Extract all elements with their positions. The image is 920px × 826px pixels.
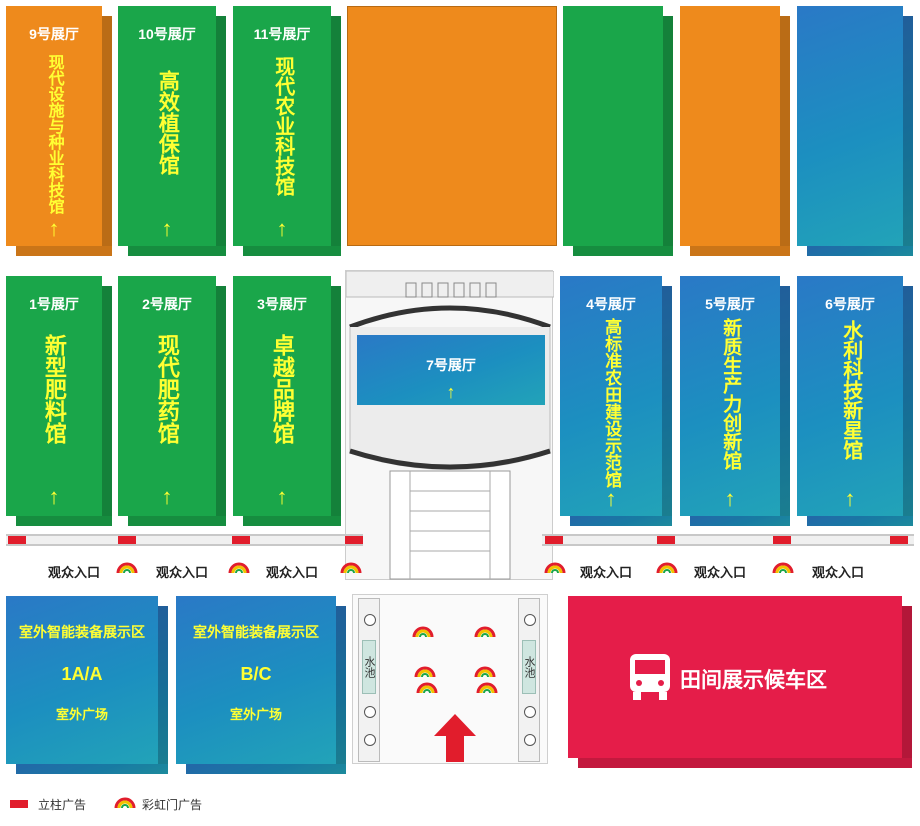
outdoor-zone-a[interactable]: 室外智能装备展示区 1A/A 室外广场 bbox=[6, 596, 168, 774]
rainbow-arch-icon bbox=[114, 797, 136, 809]
hall-2-name: 现代肥药馆 bbox=[154, 334, 180, 444]
plaza-lamp-icon bbox=[364, 706, 376, 718]
rainbow-arch-icon bbox=[228, 562, 250, 574]
entrance-label: 观众入口 bbox=[812, 565, 865, 580]
entrance-label: 观众入口 bbox=[156, 565, 209, 580]
hall-unlabeled-3[interactable] bbox=[680, 6, 790, 256]
bus-icon bbox=[630, 654, 670, 700]
rainbow-arch-icon bbox=[414, 666, 436, 678]
up-arrow-icon: ↑ bbox=[446, 382, 456, 402]
hall-9[interactable]: 9号展厅 现代设施与种业科技馆 ↑ bbox=[6, 6, 112, 256]
hall-unlabeled-1[interactable] bbox=[347, 6, 557, 246]
hall-9-number: 9号展厅 bbox=[29, 26, 79, 42]
outdoor-zone-a-code: 1A/A bbox=[61, 664, 103, 684]
stadium-outline-icon bbox=[346, 271, 554, 580]
rainbow-arch-icon bbox=[412, 626, 434, 638]
rainbow-arch-icon bbox=[340, 562, 362, 574]
up-arrow-icon: ↑ bbox=[605, 486, 617, 511]
hall-4[interactable]: 4号展厅 高标准农田建设示范馆 ↑ bbox=[560, 276, 672, 526]
hall-11-number: 11号展厅 bbox=[253, 26, 311, 42]
pillar-ad-icon bbox=[773, 536, 791, 544]
hall-7[interactable]: 7号展厅 ↑ bbox=[357, 335, 545, 405]
entrance-label: 观众入口 bbox=[48, 565, 101, 580]
entrance-label: 观众入口 bbox=[580, 565, 633, 580]
up-arrow-icon: ↑ bbox=[724, 486, 736, 511]
water-pool-right: 水池 bbox=[522, 640, 536, 694]
road-left bbox=[6, 534, 363, 546]
outdoor-zone-bc[interactable]: 室外智能装备展示区 B/C 室外广场 bbox=[176, 596, 346, 774]
pillar-ad-icon bbox=[118, 536, 136, 544]
hall-3-name: 卓越品牌馆 bbox=[269, 334, 295, 444]
up-arrow-icon: ↑ bbox=[276, 216, 288, 241]
up-arrow-icon: ↑ bbox=[48, 216, 60, 241]
pillar-ad-icon bbox=[890, 536, 908, 544]
plaza-lamp-icon bbox=[524, 614, 536, 626]
hall-1[interactable]: 1号展厅 新型肥料馆 ↑ bbox=[6, 276, 112, 526]
hall-2[interactable]: 2号展厅 现代肥药馆 ↑ bbox=[118, 276, 226, 526]
legend-rainbow-label: 彩虹门广告 bbox=[142, 798, 203, 812]
entrance-label: 观众入口 bbox=[266, 565, 319, 580]
outdoor-zone-bc-subtitle: 室外广场 bbox=[229, 707, 282, 722]
rainbow-arch-icon bbox=[476, 682, 498, 694]
hall-unlabeled-2[interactable] bbox=[563, 6, 673, 256]
hall-3-number: 3号展厅 bbox=[257, 296, 307, 312]
bus-area-label: 田间展示候车区 bbox=[680, 669, 827, 692]
outdoor-zone-bc-code: B/C bbox=[240, 664, 272, 684]
plaza-lamp-icon bbox=[364, 734, 376, 746]
up-arrow-icon: ↑ bbox=[48, 484, 60, 509]
hall-6-number: 6号展厅 bbox=[825, 296, 875, 312]
legend-pillar-label: 立柱广告 bbox=[38, 798, 87, 812]
up-arrow-icon: ↑ bbox=[276, 484, 288, 509]
rainbow-arch-icon bbox=[474, 666, 496, 678]
hall-1-name: 新型肥料馆 bbox=[41, 334, 67, 444]
up-arrow-icon: ↑ bbox=[161, 216, 173, 241]
hall-11[interactable]: 11号展厅 现代农业科技馆 ↑ bbox=[233, 6, 341, 256]
plaza-lamp-icon bbox=[524, 734, 536, 746]
hall-7-stadium bbox=[345, 270, 554, 580]
outdoor-zone-bc-title: 室外智能装备展示区 bbox=[193, 624, 319, 640]
rainbow-arch-icon bbox=[474, 626, 496, 638]
hall-10[interactable]: 10号展厅 高效植保馆 ↑ bbox=[118, 6, 226, 256]
hall-5-number: 5号展厅 bbox=[705, 296, 755, 312]
rainbow-arch-icon bbox=[544, 562, 566, 574]
hall-4-number: 4号展厅 bbox=[586, 296, 636, 312]
hall-4-name: 高标准农田建设示范馆 bbox=[602, 318, 622, 488]
hall-unlabeled-4[interactable] bbox=[797, 6, 913, 256]
up-arrow-icon: ↑ bbox=[161, 484, 173, 509]
water-pool-left: 水池 bbox=[362, 640, 376, 694]
hall-10-name: 高效植保馆 bbox=[156, 70, 180, 175]
hall-2-number: 2号展厅 bbox=[142, 296, 192, 312]
hall-5-name: 新质生产力创新馆 bbox=[720, 318, 742, 470]
plaza-lamp-icon bbox=[524, 706, 536, 718]
pillar-ad-icon bbox=[345, 536, 363, 544]
hall-7-number: 7号展厅 bbox=[426, 357, 476, 373]
hall-3[interactable]: 3号展厅 卓越品牌馆 ↑ bbox=[233, 276, 341, 526]
rainbow-arch-icon bbox=[656, 562, 678, 574]
hall-10-number: 10号展厅 bbox=[138, 26, 196, 42]
bus-waiting-area[interactable]: 田间展示候车区 bbox=[568, 596, 912, 768]
main-entrance-arrow-icon bbox=[434, 714, 476, 762]
pillar-ad-icon bbox=[232, 536, 250, 544]
rainbow-arch-icon bbox=[772, 562, 794, 574]
rainbow-arch-icon bbox=[116, 562, 138, 574]
hall-5[interactable]: 5号展厅 新质生产力创新馆 ↑ bbox=[680, 276, 790, 526]
pillar-ad-icon bbox=[545, 536, 563, 544]
hall-6[interactable]: 6号展厅 水利科技新星馆 ↑ bbox=[797, 276, 913, 526]
up-arrow-icon: ↑ bbox=[844, 486, 856, 511]
road-right bbox=[542, 534, 914, 546]
legend-pillar-swatch bbox=[10, 800, 28, 808]
hall-11-name: 现代农业科技馆 bbox=[271, 56, 294, 196]
pillar-ad-icon bbox=[8, 536, 26, 544]
hall-1-number: 1号展厅 bbox=[29, 296, 79, 312]
hall-9-name: 现代设施与种业科技馆 bbox=[45, 54, 63, 214]
hall-6-name: 水利科技新星馆 bbox=[839, 320, 862, 460]
pillar-ad-icon bbox=[657, 536, 675, 544]
plaza-lamp-icon bbox=[364, 614, 376, 626]
outdoor-zone-a-subtitle: 室外广场 bbox=[55, 707, 108, 722]
outdoor-zone-a-title: 室外智能装备展示区 bbox=[19, 624, 145, 640]
entrance-label: 观众入口 bbox=[694, 565, 747, 580]
rainbow-arch-icon bbox=[416, 682, 438, 694]
